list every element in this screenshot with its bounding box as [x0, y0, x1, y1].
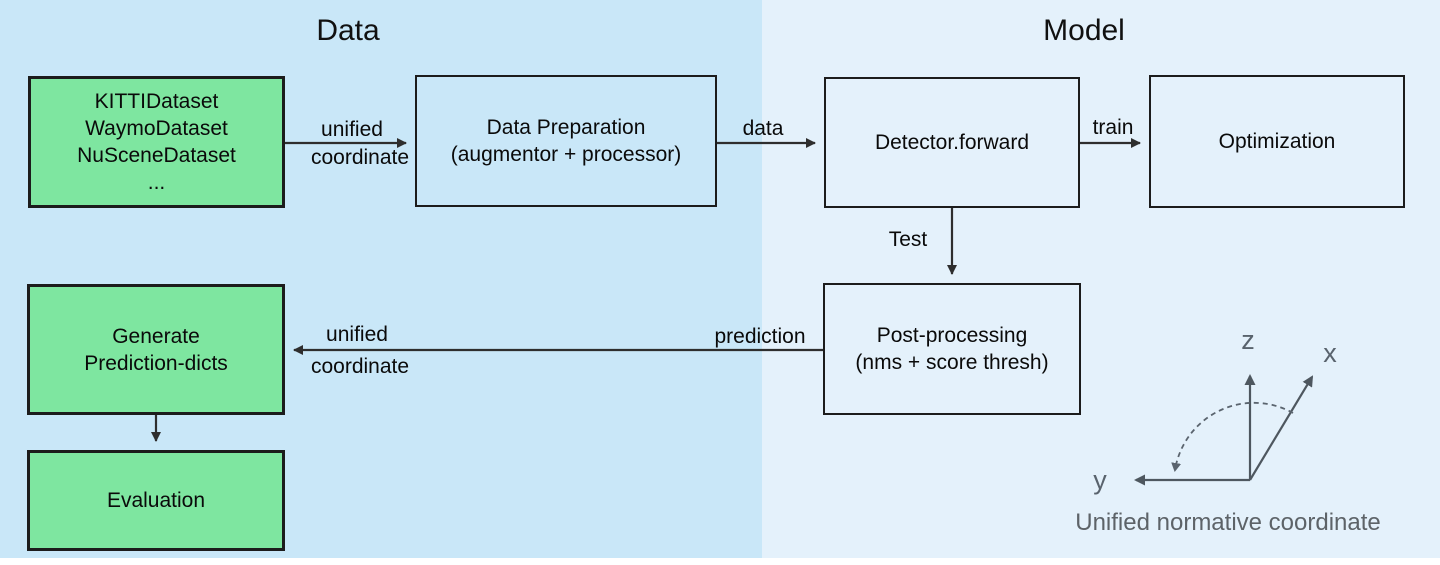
generate-prediction-line: Prediction-dicts: [84, 351, 228, 375]
optimization-box: Optimization: [1149, 75, 1405, 208]
datasets-line: NuSceneDataset: [77, 144, 236, 167]
axes-caption: Unified normative coordinate: [1075, 509, 1381, 536]
post-processing-line: Post-processing: [876, 324, 1028, 347]
post-processing-line: (nms + score thresh): [855, 351, 1049, 374]
model-section-panel: [762, 0, 1440, 558]
label-unified-bottom: unified: [326, 323, 388, 346]
label-train: train: [1092, 116, 1134, 139]
data-section-title: Data: [316, 14, 380, 47]
datasets-line: KITTIDataset: [94, 90, 219, 113]
datasets-line: ...: [147, 171, 166, 194]
optimization-line: Optimization: [1218, 130, 1336, 153]
label-coordinate-bottom: coordinate: [310, 355, 410, 378]
evaluation-line: Evaluation: [106, 489, 206, 512]
detector-forward-line: Detector.forward: [874, 131, 1030, 154]
label-test: Test: [888, 228, 928, 251]
z-axis-label: z: [1241, 325, 1255, 355]
generate-prediction-box: Generate Prediction-dicts: [27, 284, 285, 415]
label-prediction: prediction: [714, 325, 806, 348]
y-axis-label: y: [1093, 465, 1107, 495]
generate-prediction-line: Generate: [112, 324, 200, 348]
data-preparation-box: Data Preparation (augmentor + processor): [415, 75, 717, 207]
post-processing-box: Post-processing (nms + score thresh): [823, 283, 1081, 415]
data-preparation-line: (augmentor + processor): [450, 143, 682, 166]
datasets-line: WaymoDataset: [85, 117, 228, 140]
label-coordinate-top: coordinate: [310, 146, 410, 169]
label-unified-top: unified: [321, 118, 383, 141]
x-axis-label: x: [1323, 338, 1337, 368]
datasets-box: KITTIDataset WaymoDataset NuSceneDataset…: [28, 76, 285, 208]
model-section-title: Model: [1043, 14, 1125, 47]
label-data: data: [742, 117, 784, 140]
data-preparation-line: Data Preparation: [486, 116, 646, 139]
evaluation-box: Evaluation: [27, 450, 285, 551]
detector-forward-box: Detector.forward: [824, 77, 1080, 208]
